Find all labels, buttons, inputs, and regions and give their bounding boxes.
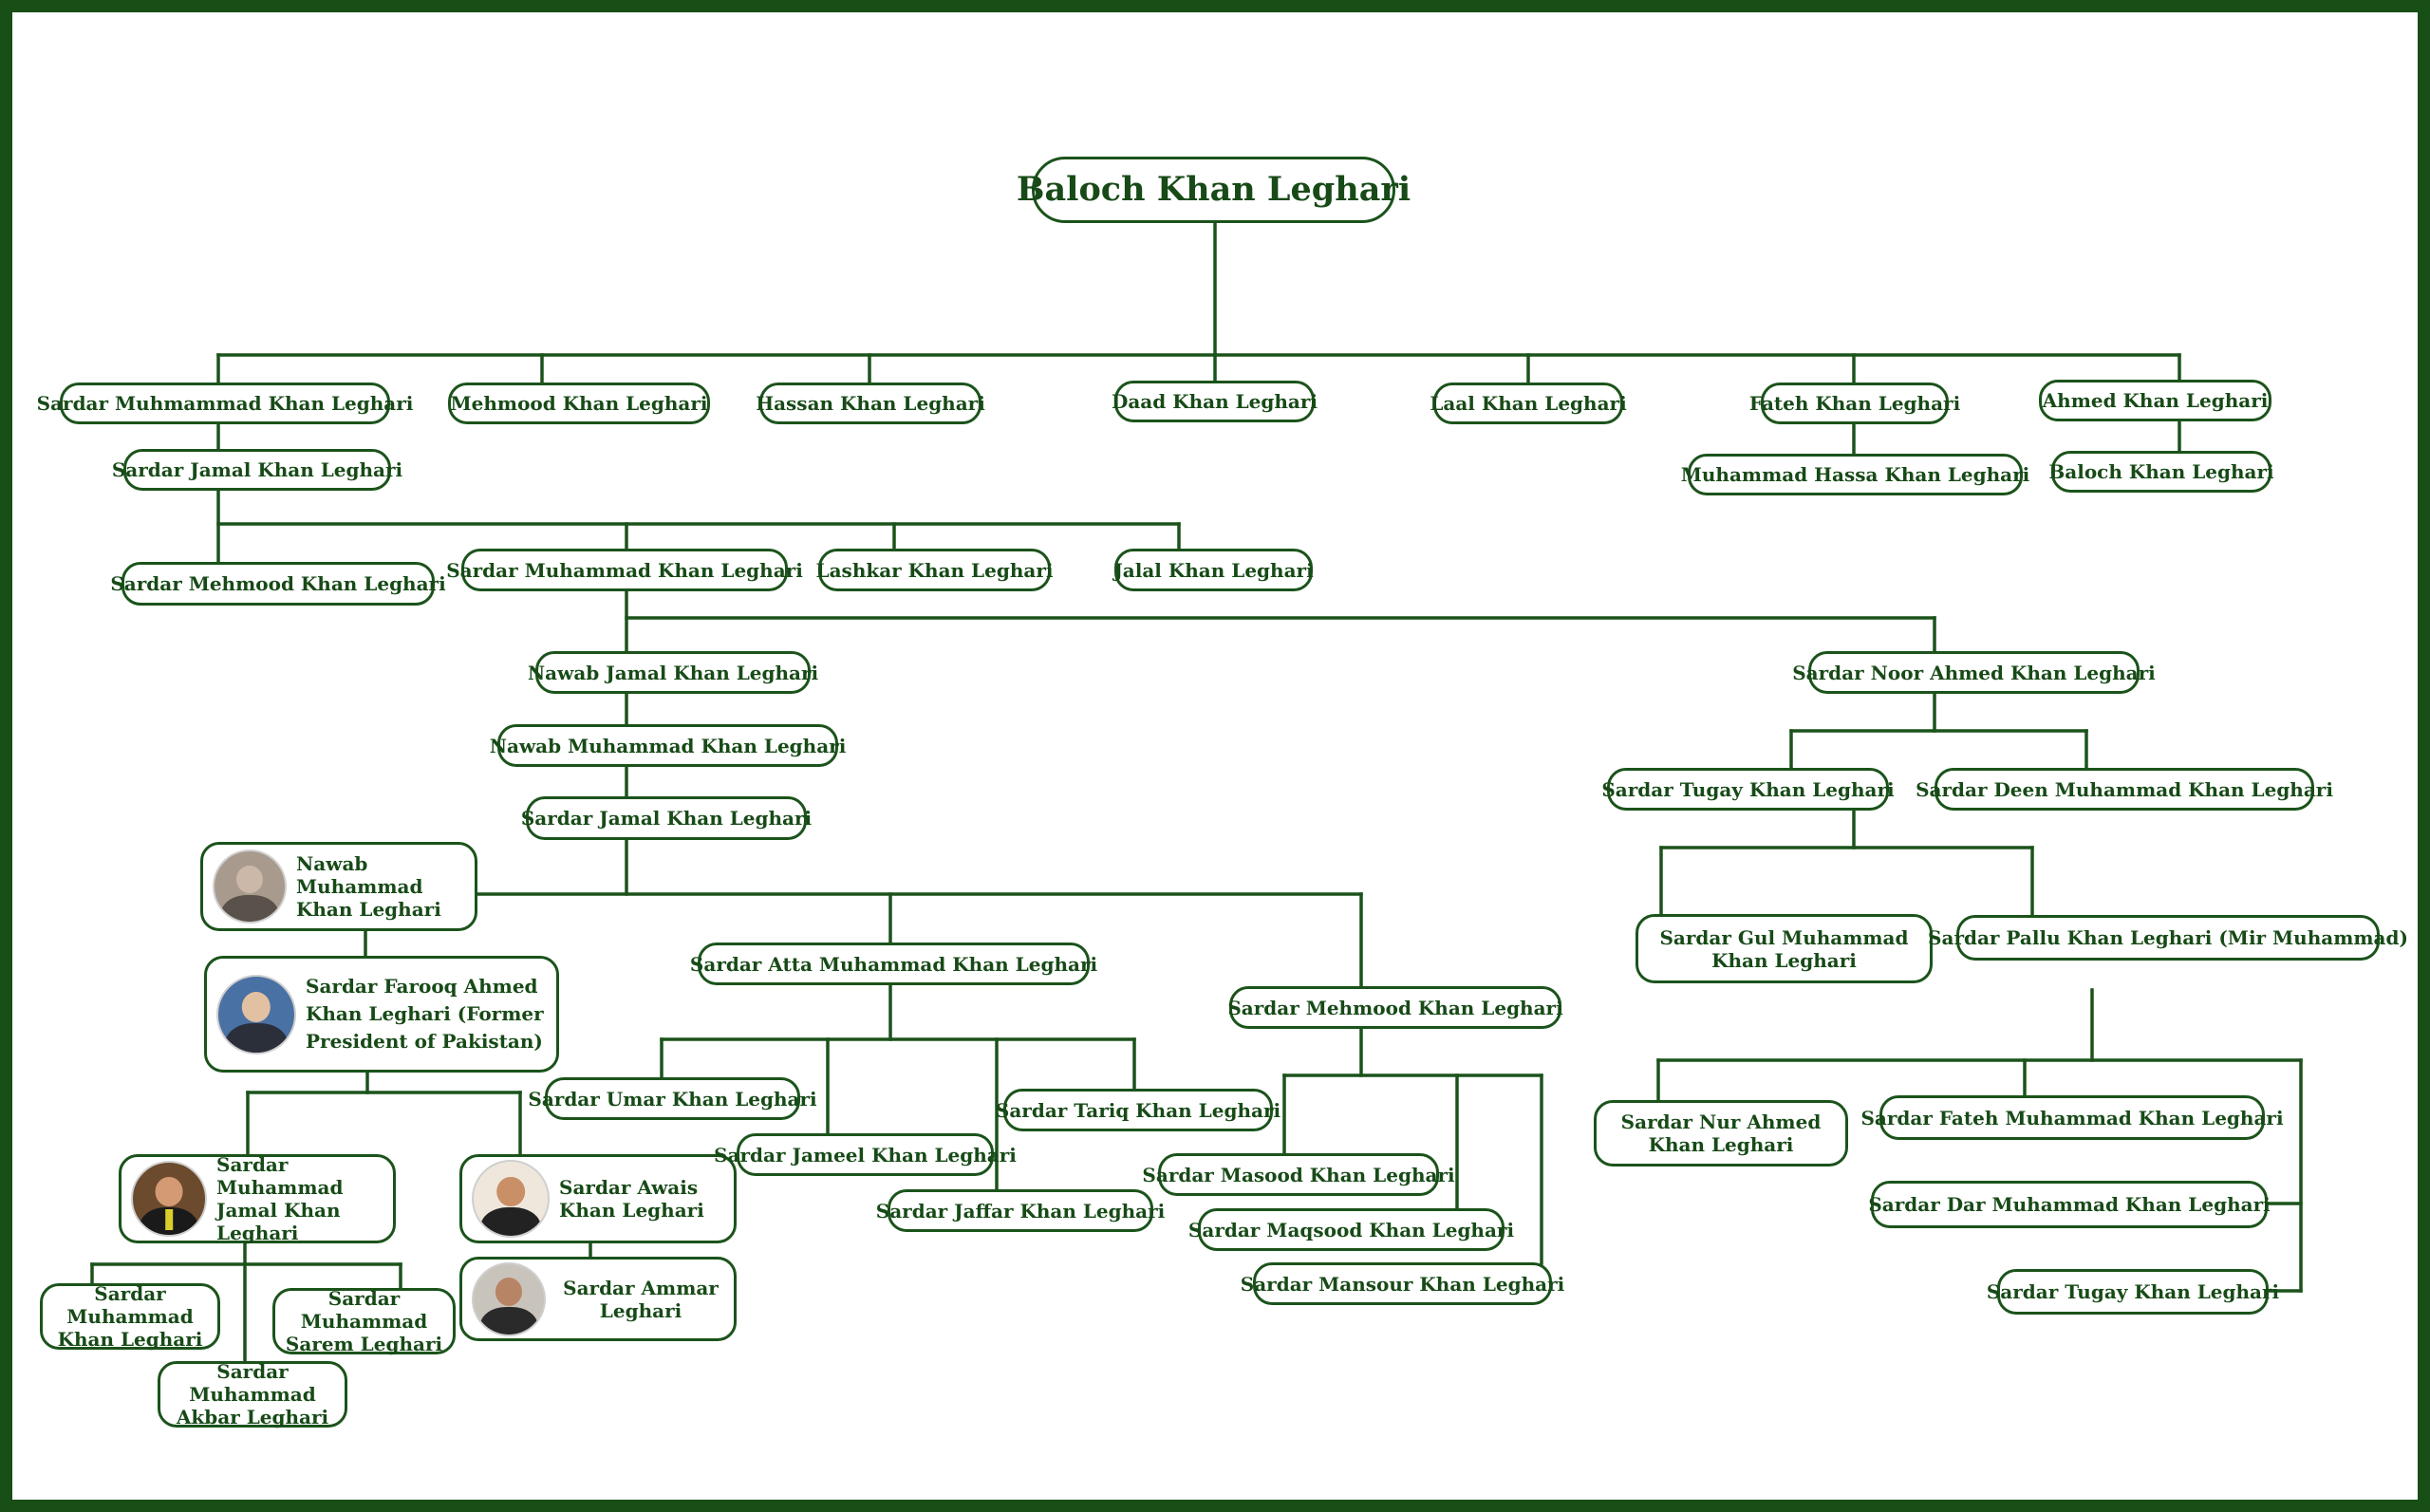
node-label: Sardar Mehmood Khan Leghari [110, 572, 446, 595]
node-gul: Sardar Gul Muhammad Khan Leghari [1636, 914, 1933, 983]
node-label: Daad Khan Leghari [1112, 390, 1318, 413]
node-label: Sardar Muhammad Khan Leghari [446, 558, 803, 582]
node-label: Sardar Muhammad Khan Leghari [57, 1282, 203, 1351]
node-label: Sardar Jamal Khan Leghari [111, 458, 403, 481]
node-label: Sardar Mansour Khan Leghari [1240, 1272, 1565, 1296]
node-label: Sardar Farooq Ahmed Khan Leghari (Former… [306, 975, 544, 1053]
node-nawab-muhammad: Nawab Muhammad Khan Leghari [490, 724, 846, 767]
node-sardar-jamal: Sardar Jamal Khan Leghari [112, 449, 402, 491]
node-gen1-sardar-muhmammad: Sardar Muhmammad Khan Leghari [37, 383, 413, 424]
node-sardar-muhammad: Sardar Muhammad Khan Leghari [446, 549, 803, 591]
node-lashkar: Lashkar Khan Leghari [815, 549, 1054, 591]
node-label: Sardar Fateh Muhammad Khan Leghari [1860, 1106, 2284, 1129]
node-label: Sardar Tariq Khan Leghari [995, 1098, 1281, 1122]
node-nur-ahmed: Sardar Nur Ahmed Khan Leghari [1594, 1100, 1848, 1167]
node-gen1-hassan: Hassan Khan Leghari [756, 383, 985, 424]
node-muhammad-hassa: Muhammad Hassa Khan Leghari [1681, 454, 2029, 495]
node-pallu: Sardar Pallu Khan Leghari (Mir Muhammad) [1928, 915, 2408, 961]
node-awais: Sardar Awais Khan Leghari [459, 1154, 737, 1243]
node-jaffar: Sardar Jaffar Khan Leghari [876, 1189, 1165, 1232]
node-jalal: Jalal Khan Leghari [1113, 549, 1314, 591]
node-deen: Sardar Deen Muhammad Khan Leghari [1916, 768, 2333, 811]
node-sardar-mehmood: Sardar Mehmood Khan Leghari [110, 562, 446, 606]
node-tariq: Sardar Tariq Khan Leghari [996, 1089, 1280, 1131]
node-fateh-muhammad: Sardar Fateh Muhammad Khan Leghari [1860, 1095, 2284, 1140]
node-label: Fateh Khan Leghari [1748, 392, 1961, 415]
node-mansour: Sardar Mansour Khan Leghari [1241, 1262, 1564, 1305]
node-maqsood: Sardar Maqsood Khan Leghari [1188, 1208, 1514, 1251]
node-nawab-muhammad-photo: Nawab Muhammad Khan Leghari [200, 842, 477, 931]
node-label: Jalal Khan Leghari [1113, 558, 1314, 582]
node-jameel: Sardar Jameel Khan Leghari [714, 1133, 1017, 1176]
node-label: Sardar Ammar Leghari [563, 1276, 719, 1322]
node-label: Nawab Jamal Khan Leghari [527, 661, 819, 684]
portrait-photo [472, 1160, 550, 1238]
node-label: Sardar Tugay Khan Leghari [1601, 777, 1895, 801]
node-label: Nawab Muhammad Khan Leghari [296, 852, 441, 921]
node-label: Sardar Atta Muhammad Khan Leghari [689, 952, 1098, 976]
node-label: Sardar Awais Khan Leghari [559, 1176, 704, 1222]
node-label: Nawab Muhammad Khan Leghari [489, 734, 847, 757]
node-noor-ahmed: Sardar Noor Ahmed Khan Leghari [1792, 651, 2156, 694]
node-mehmood-2: Sardar Mehmood Khan Leghari [1227, 986, 1563, 1029]
node-label: Baloch Khan Leghari [1016, 170, 1411, 209]
node-grandson-muhammad: Sardar Muhammad Khan Leghari [40, 1282, 220, 1351]
portrait-photo [216, 974, 296, 1055]
portrait-photo [472, 1261, 546, 1336]
node-label: Sardar Nur Ahmed Khan Leghari [1620, 1111, 1822, 1156]
node-dar-muhammad: Sardar Dar Muhammad Khan Leghari [1868, 1181, 2271, 1228]
node-gen1-laal: Laal Khan Leghari [1430, 383, 1627, 424]
node-label: Hassan Khan Leghari [756, 392, 985, 415]
node-gen1-ahmed: Ahmed Khan Leghari [2039, 380, 2271, 421]
node-farooq: Sardar Farooq Ahmed Khan Leghari (Former… [204, 956, 559, 1073]
node-label: Sardar Mehmood Khan Leghari [1227, 996, 1563, 1019]
node-label: Sardar Umar Khan Leghari [528, 1087, 817, 1111]
node-label: Muhammad Hassa Khan Leghari [1680, 463, 2030, 486]
node-label: Ahmed Khan Leghari [2042, 389, 2269, 412]
node-label: Sardar Muhammad Sarem Leghari [285, 1287, 443, 1355]
node-label: Lashkar Khan Leghari [815, 558, 1054, 582]
node-grandson-sarem: Sardar Muhammad Sarem Leghari [272, 1287, 456, 1355]
node-label: Sardar Muhammad Akbar Leghari [176, 1360, 329, 1428]
node-label: Sardar Maqsood Khan Leghari [1187, 1218, 1515, 1241]
node-label: Sardar Gul Muhammad Khan Leghari [1659, 925, 1909, 972]
node-gen1-fateh: Fateh Khan Leghari [1749, 383, 1960, 424]
node-umar: Sardar Umar Khan Leghari [528, 1077, 817, 1120]
node-baloch-child: Baloch Khan Leghari [2048, 451, 2274, 493]
node-label: Sardar Muhammad Jamal Khan Leghari [216, 1153, 344, 1244]
node-grandson-akbar: Sardar Muhammad Akbar Leghari [158, 1360, 347, 1428]
root-node: Baloch Khan Leghari [1017, 157, 1411, 223]
node-ammar: Sardar Ammar Leghari [459, 1257, 737, 1341]
node-label: Laal Khan Leghari [1430, 392, 1627, 415]
node-label: Sardar Muhmammad Khan Leghari [36, 392, 414, 415]
node-label: Sardar Pallu Khan Leghari (Mir Muhammad) [1928, 926, 2408, 949]
node-gen1-daad: Daad Khan Leghari [1112, 381, 1318, 422]
node-tugay: Sardar Tugay Khan Leghari [1601, 768, 1895, 811]
node-atta: Sardar Atta Muhammad Khan Leghari [690, 943, 1097, 985]
node-label: Mehmood Khan Leghari [450, 392, 708, 415]
portrait-photo [131, 1161, 207, 1237]
node-label: Sardar Jamal Khan Leghari [520, 807, 813, 830]
node-label: Sardar Jaffar Khan Leghari [875, 1199, 1166, 1223]
node-gen1-mehmood: Mehmood Khan Leghari [448, 383, 710, 424]
node-label: Sardar Tugay Khan Leghari [1986, 1280, 2280, 1303]
node-sardar-jamal-2: Sardar Jamal Khan Leghari [521, 796, 812, 840]
node-tugay-2: Sardar Tugay Khan Leghari [1987, 1269, 2279, 1315]
node-label: Sardar Deen Muhammad Khan Leghari [1916, 777, 2333, 801]
node-nawab-jamal: Nawab Jamal Khan Leghari [528, 651, 818, 694]
node-masood: Sardar Masood Khan Leghari [1142, 1153, 1455, 1196]
portrait-photo [213, 849, 287, 924]
node-label: Sardar Jameel Khan Leghari [714, 1143, 1017, 1167]
node-label: Baloch Khan Leghari [2048, 460, 2274, 483]
node-label: Sardar Dar Muhammad Khan Leghari [1868, 1193, 2271, 1216]
node-label: Sardar Masood Khan Leghari [1142, 1163, 1455, 1186]
node-label: Sardar Noor Ahmed Khan Leghari [1792, 661, 2156, 684]
node-muhammad-jamal-photo: Sardar Muhammad Jamal Khan Leghari [119, 1153, 396, 1244]
